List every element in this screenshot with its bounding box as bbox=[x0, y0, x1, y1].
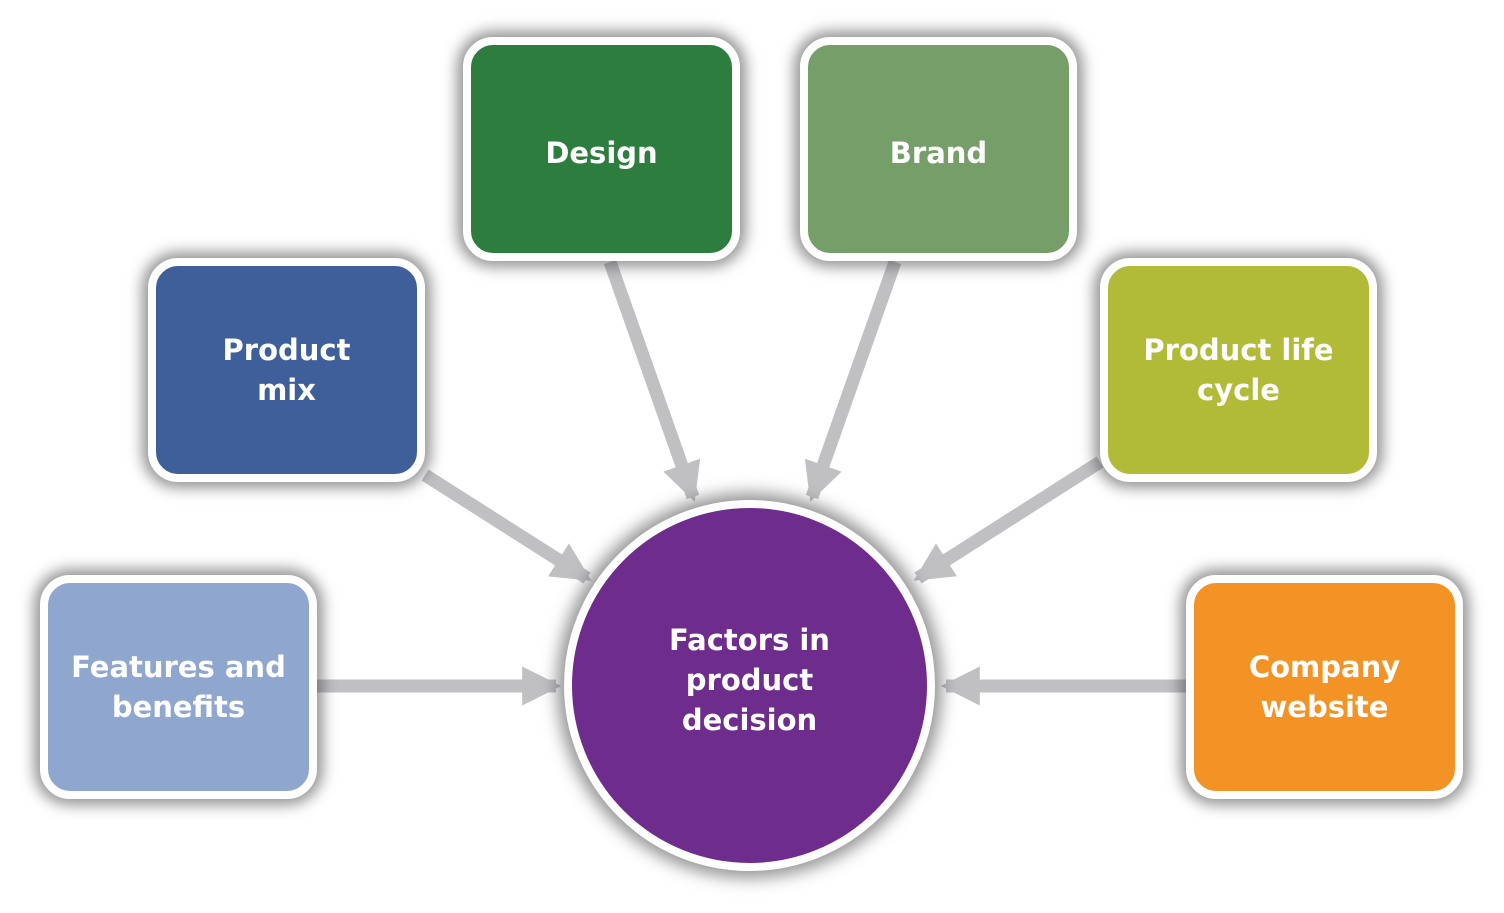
center-label: Factors in product decision bbox=[669, 622, 830, 737]
factor-label: Design bbox=[545, 136, 658, 170]
factor-label: Product mix bbox=[222, 333, 351, 407]
arrow-product-life-cycle bbox=[913, 456, 1104, 584]
factor-label: Features and benefits bbox=[71, 650, 286, 724]
factor-features: Features and benefits bbox=[40, 575, 317, 799]
center-circle: Factors in product decision bbox=[564, 500, 935, 871]
factor-label: Company website bbox=[1248, 650, 1401, 724]
factor-brand: Brand bbox=[800, 37, 1077, 261]
factor-product-life-cycle: Product life cycle bbox=[1100, 258, 1377, 482]
factor-label: Brand bbox=[889, 136, 988, 170]
arrow-product-mix bbox=[421, 469, 592, 584]
factor-product-mix: Product mix bbox=[148, 258, 425, 482]
factor-label: Product life cycle bbox=[1143, 333, 1334, 407]
arrow-design bbox=[603, 259, 701, 502]
factor-company-website: Company website bbox=[1186, 575, 1463, 799]
arrow-brand bbox=[804, 259, 902, 502]
factor-design: Design bbox=[463, 37, 740, 261]
